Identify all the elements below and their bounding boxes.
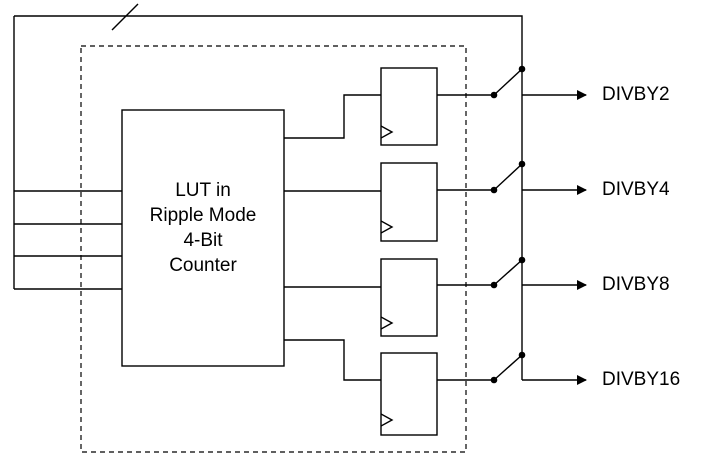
bus-slash — [111, 3, 139, 31]
flip-flop-1 — [380, 67, 438, 146]
output-label-divby8: DIVBY8 — [602, 274, 670, 295]
counter-block — [121, 109, 285, 367]
flip-flop-4 — [380, 352, 438, 436]
output-path-1 — [437, 65, 587, 100]
output-label-divby16: DIVBY16 — [602, 369, 681, 390]
counter-label-line-3: 4-Bit — [183, 230, 223, 251]
flip-flop-2 — [380, 162, 438, 242]
dashed-boundary — [80, 45, 467, 453]
counter-label-line-2: Ripple Mode — [149, 205, 257, 226]
counter-label: LUT in Ripple Mode 4-Bit Counter — [122, 178, 284, 278]
flip-flop-3 — [380, 258, 438, 337]
output-label-divby4: DIVBY4 — [602, 179, 670, 200]
output-path-2 — [437, 160, 587, 195]
counter-output-1 — [284, 94, 381, 139]
output-label-divby2: DIVBY2 — [602, 84, 670, 105]
counter-label-line-4: Counter — [169, 255, 237, 276]
output-path-3 — [437, 256, 587, 290]
counter-output-4 — [284, 339, 381, 381]
output-path-4 — [437, 351, 587, 385]
counter-label-line-1: LUT in — [175, 180, 231, 201]
